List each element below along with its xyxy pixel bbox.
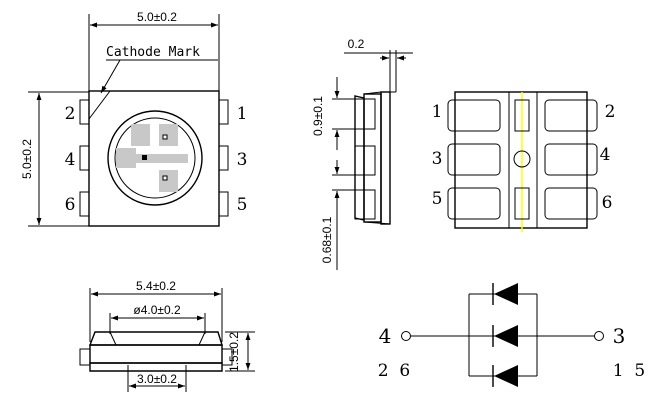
top-pin-right-3: 5 bbox=[237, 195, 248, 215]
front-base bbox=[89, 362, 223, 372]
cathode-mark-label: Cathode Mark bbox=[106, 45, 200, 60]
cathode-mark-leader bbox=[100, 59, 121, 94]
bottom-pad-left-3 bbox=[447, 187, 501, 220]
bottom-pin-right-2: 4 bbox=[600, 145, 611, 165]
front-pad-left bbox=[79, 348, 91, 366]
top-pin-left-1: 2 bbox=[65, 104, 76, 124]
top-view: 5.0±0.2 5.0±0.2 Cathode Mark 2 4 6 1 3 5 bbox=[20, 10, 248, 227]
schematic-node-left bbox=[401, 331, 411, 341]
diode-2-icon bbox=[494, 325, 518, 347]
top-pad-right-2 bbox=[218, 145, 229, 171]
side-body bbox=[363, 93, 382, 223]
front-body bbox=[89, 344, 223, 364]
bottom-pad-right-2 bbox=[544, 143, 598, 176]
schematic-left-pins: 2 6 bbox=[378, 361, 410, 381]
schematic-right-pins: 1 5 bbox=[613, 361, 645, 381]
bottom-view-package bbox=[454, 91, 588, 229]
side-pad-3 bbox=[354, 189, 376, 220]
front-base-dimension: 3.0±0.2 bbox=[137, 372, 177, 386]
side-pad-2 bbox=[354, 145, 376, 176]
side-rim bbox=[380, 91, 391, 225]
top-pad-right-1 bbox=[218, 99, 229, 125]
led-die-main bbox=[142, 155, 147, 160]
bottom-center-pad-1 bbox=[514, 99, 530, 132]
diode-3-icon bbox=[494, 365, 518, 387]
bottom-pad-left-2 bbox=[447, 143, 501, 176]
bottom-pad-right-3 bbox=[544, 187, 598, 220]
side-pad-1 bbox=[354, 98, 376, 130]
top-pad-left-2 bbox=[79, 145, 90, 171]
top-pin-right-2: 3 bbox=[237, 150, 248, 170]
schematic-node-right bbox=[594, 331, 604, 341]
front-view: 5.4±0.2 ø4.0±0.2 3.0±0.2 1.5±0.2 bbox=[79, 279, 255, 392]
bottom-center-pad-3 bbox=[514, 187, 530, 220]
bottom-pin-left-1: 1 bbox=[432, 102, 443, 122]
front-lens-dimension: ø4.0±0.2 bbox=[133, 303, 181, 317]
bottom-center-dot bbox=[513, 150, 531, 168]
side-thickness-dimension: 0.2 bbox=[348, 37, 365, 51]
bottom-pin-left-3: 5 bbox=[432, 189, 443, 209]
lens-inner-ring bbox=[114, 117, 196, 199]
top-pin-left-3: 6 bbox=[65, 195, 76, 215]
bottom-pin-left-2: 3 bbox=[432, 149, 443, 169]
front-height-dimension: 1.5±0.2 bbox=[227, 332, 241, 372]
bottom-pin-right-3: 6 bbox=[602, 193, 613, 213]
bottom-view: 1 3 5 2 4 6 bbox=[432, 91, 616, 232]
top-pin-right-1: 1 bbox=[237, 104, 248, 124]
bottom-pad-left-1 bbox=[447, 99, 501, 132]
side-pad-height-dimension: 0.9±0.1 bbox=[311, 96, 325, 136]
led-die-upper bbox=[162, 134, 168, 140]
bottom-pad-right-1 bbox=[544, 99, 598, 132]
top-pad-left-1 bbox=[79, 99, 90, 125]
cathode-corner-mark bbox=[88, 90, 111, 120]
front-pad-right bbox=[221, 348, 233, 366]
top-pad-left-3 bbox=[79, 191, 90, 217]
diode-schematic: 4 3 2 6 1 5 bbox=[378, 283, 645, 387]
bottom-pin-right-1: 2 bbox=[605, 102, 616, 122]
schematic-terminal-left: 4 bbox=[379, 324, 392, 348]
side-left-bevel bbox=[354, 95, 365, 221]
side-view: 0.2 0.9±0.1 0.68±0.1 bbox=[311, 37, 413, 270]
side-pad-gap-dimension: 0.68±0.1 bbox=[320, 216, 334, 263]
top-pad-right-3 bbox=[218, 191, 229, 217]
led-die-lower bbox=[162, 175, 168, 181]
top-height-dimension: 5.0±0.2 bbox=[20, 139, 34, 179]
schematic-terminal-right: 3 bbox=[613, 324, 626, 348]
front-width-dimension: 5.4±0.2 bbox=[136, 279, 176, 293]
lens-outer-ring bbox=[107, 110, 203, 206]
lead-frame bbox=[116, 124, 188, 192]
top-pin-left-2: 4 bbox=[65, 150, 76, 170]
top-width-dimension: 5.0±0.2 bbox=[137, 10, 177, 24]
diode-1-icon bbox=[494, 283, 518, 305]
